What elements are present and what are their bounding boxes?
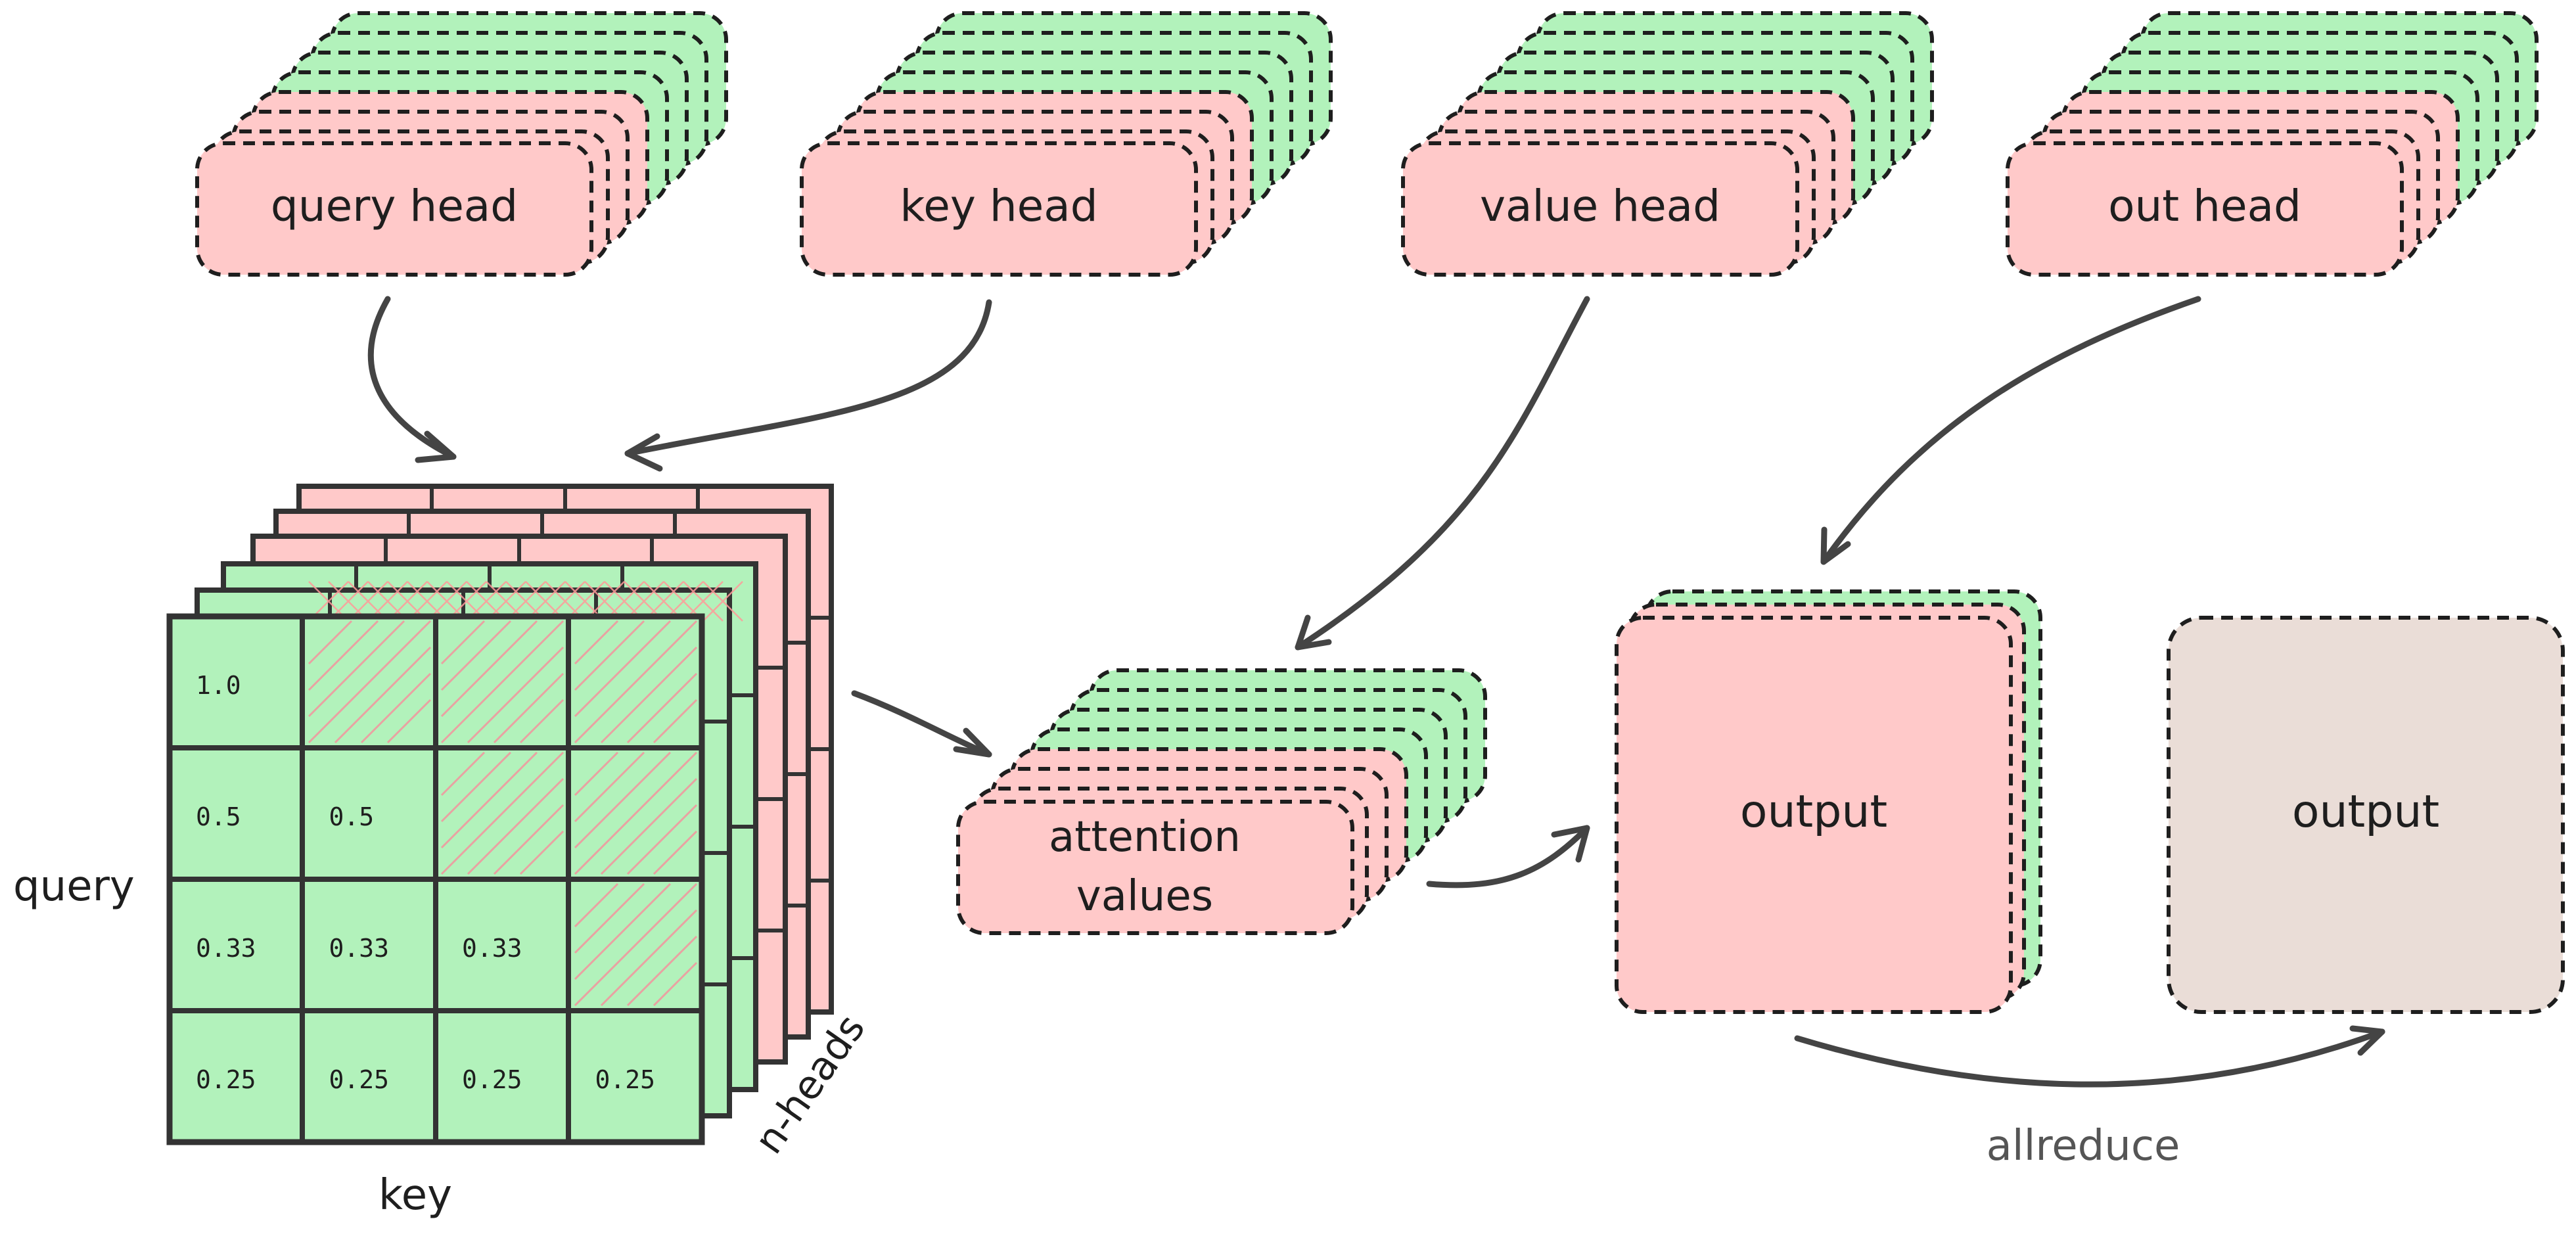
- reduced-output-box: output: [2167, 616, 2565, 1014]
- arrow-value-to-attention-values: [1295, 296, 1590, 651]
- arrow-key-to-matrix: [624, 299, 992, 472]
- value-head-stack: value head: [1401, 11, 1934, 277]
- arrow-allreduce: [1794, 1025, 2385, 1088]
- key-head-stack: key head: [800, 11, 1333, 277]
- attention-cell-value: 0.25: [329, 1065, 390, 1094]
- arrow-matrix-to-attention-values: [851, 690, 992, 758]
- arrow-out-to-output: [1820, 296, 2201, 565]
- arrow-attention-values-to-output: [1426, 825, 1590, 888]
- attention-matrix-stack: 1.0 0.5 0.5 0.33 0.33 0.33 0.25 0.25 0.25 0.25 qu…: [13, 484, 874, 1220]
- attention-cell-value: 0.25: [196, 1065, 256, 1094]
- key-head-label: key head: [900, 181, 1097, 231]
- attention-values-label-line1: attention: [1049, 813, 1241, 862]
- attention-cell-value: 1.0: [196, 671, 241, 700]
- out-head-stack: out head: [2006, 11, 2539, 277]
- query-head-label: query head: [271, 181, 518, 231]
- attention-cell-value: 0.5: [196, 802, 241, 831]
- matrix-layer-front: 1.0 0.5 0.5 0.33 0.33 0.33 0.25 0.25 0.25 0.25: [166, 613, 705, 1145]
- query-axis-label: query: [13, 862, 135, 911]
- attention-values-stack: attention values: [956, 668, 1487, 935]
- reduced-output-label: output: [2292, 786, 2439, 838]
- masked-cells-hatch: [308, 581, 743, 622]
- output-stack: output: [1615, 589, 2042, 1014]
- output-label: output: [1740, 786, 1887, 838]
- key-axis-label: key: [379, 1171, 452, 1220]
- attention-cell-value: 0.33: [462, 934, 522, 963]
- query-head-stack: query head: [195, 11, 728, 277]
- arrow-query-to-matrix: [367, 296, 457, 463]
- allreduce-label: allreduce: [1987, 1122, 2180, 1170]
- attention-values-label-line2: values: [1076, 872, 1213, 921]
- attention-cell-value: 0.25: [595, 1065, 656, 1094]
- value-head-label: value head: [1480, 181, 1720, 231]
- arrows: [367, 296, 2385, 1088]
- attention-cell-value: 0.33: [196, 934, 256, 963]
- attention-cell-value: 0.5: [329, 802, 375, 831]
- attention-cell-value: 0.33: [329, 934, 390, 963]
- attention-cell-value: 0.25: [462, 1065, 522, 1094]
- out-head-label: out head: [2108, 181, 2301, 231]
